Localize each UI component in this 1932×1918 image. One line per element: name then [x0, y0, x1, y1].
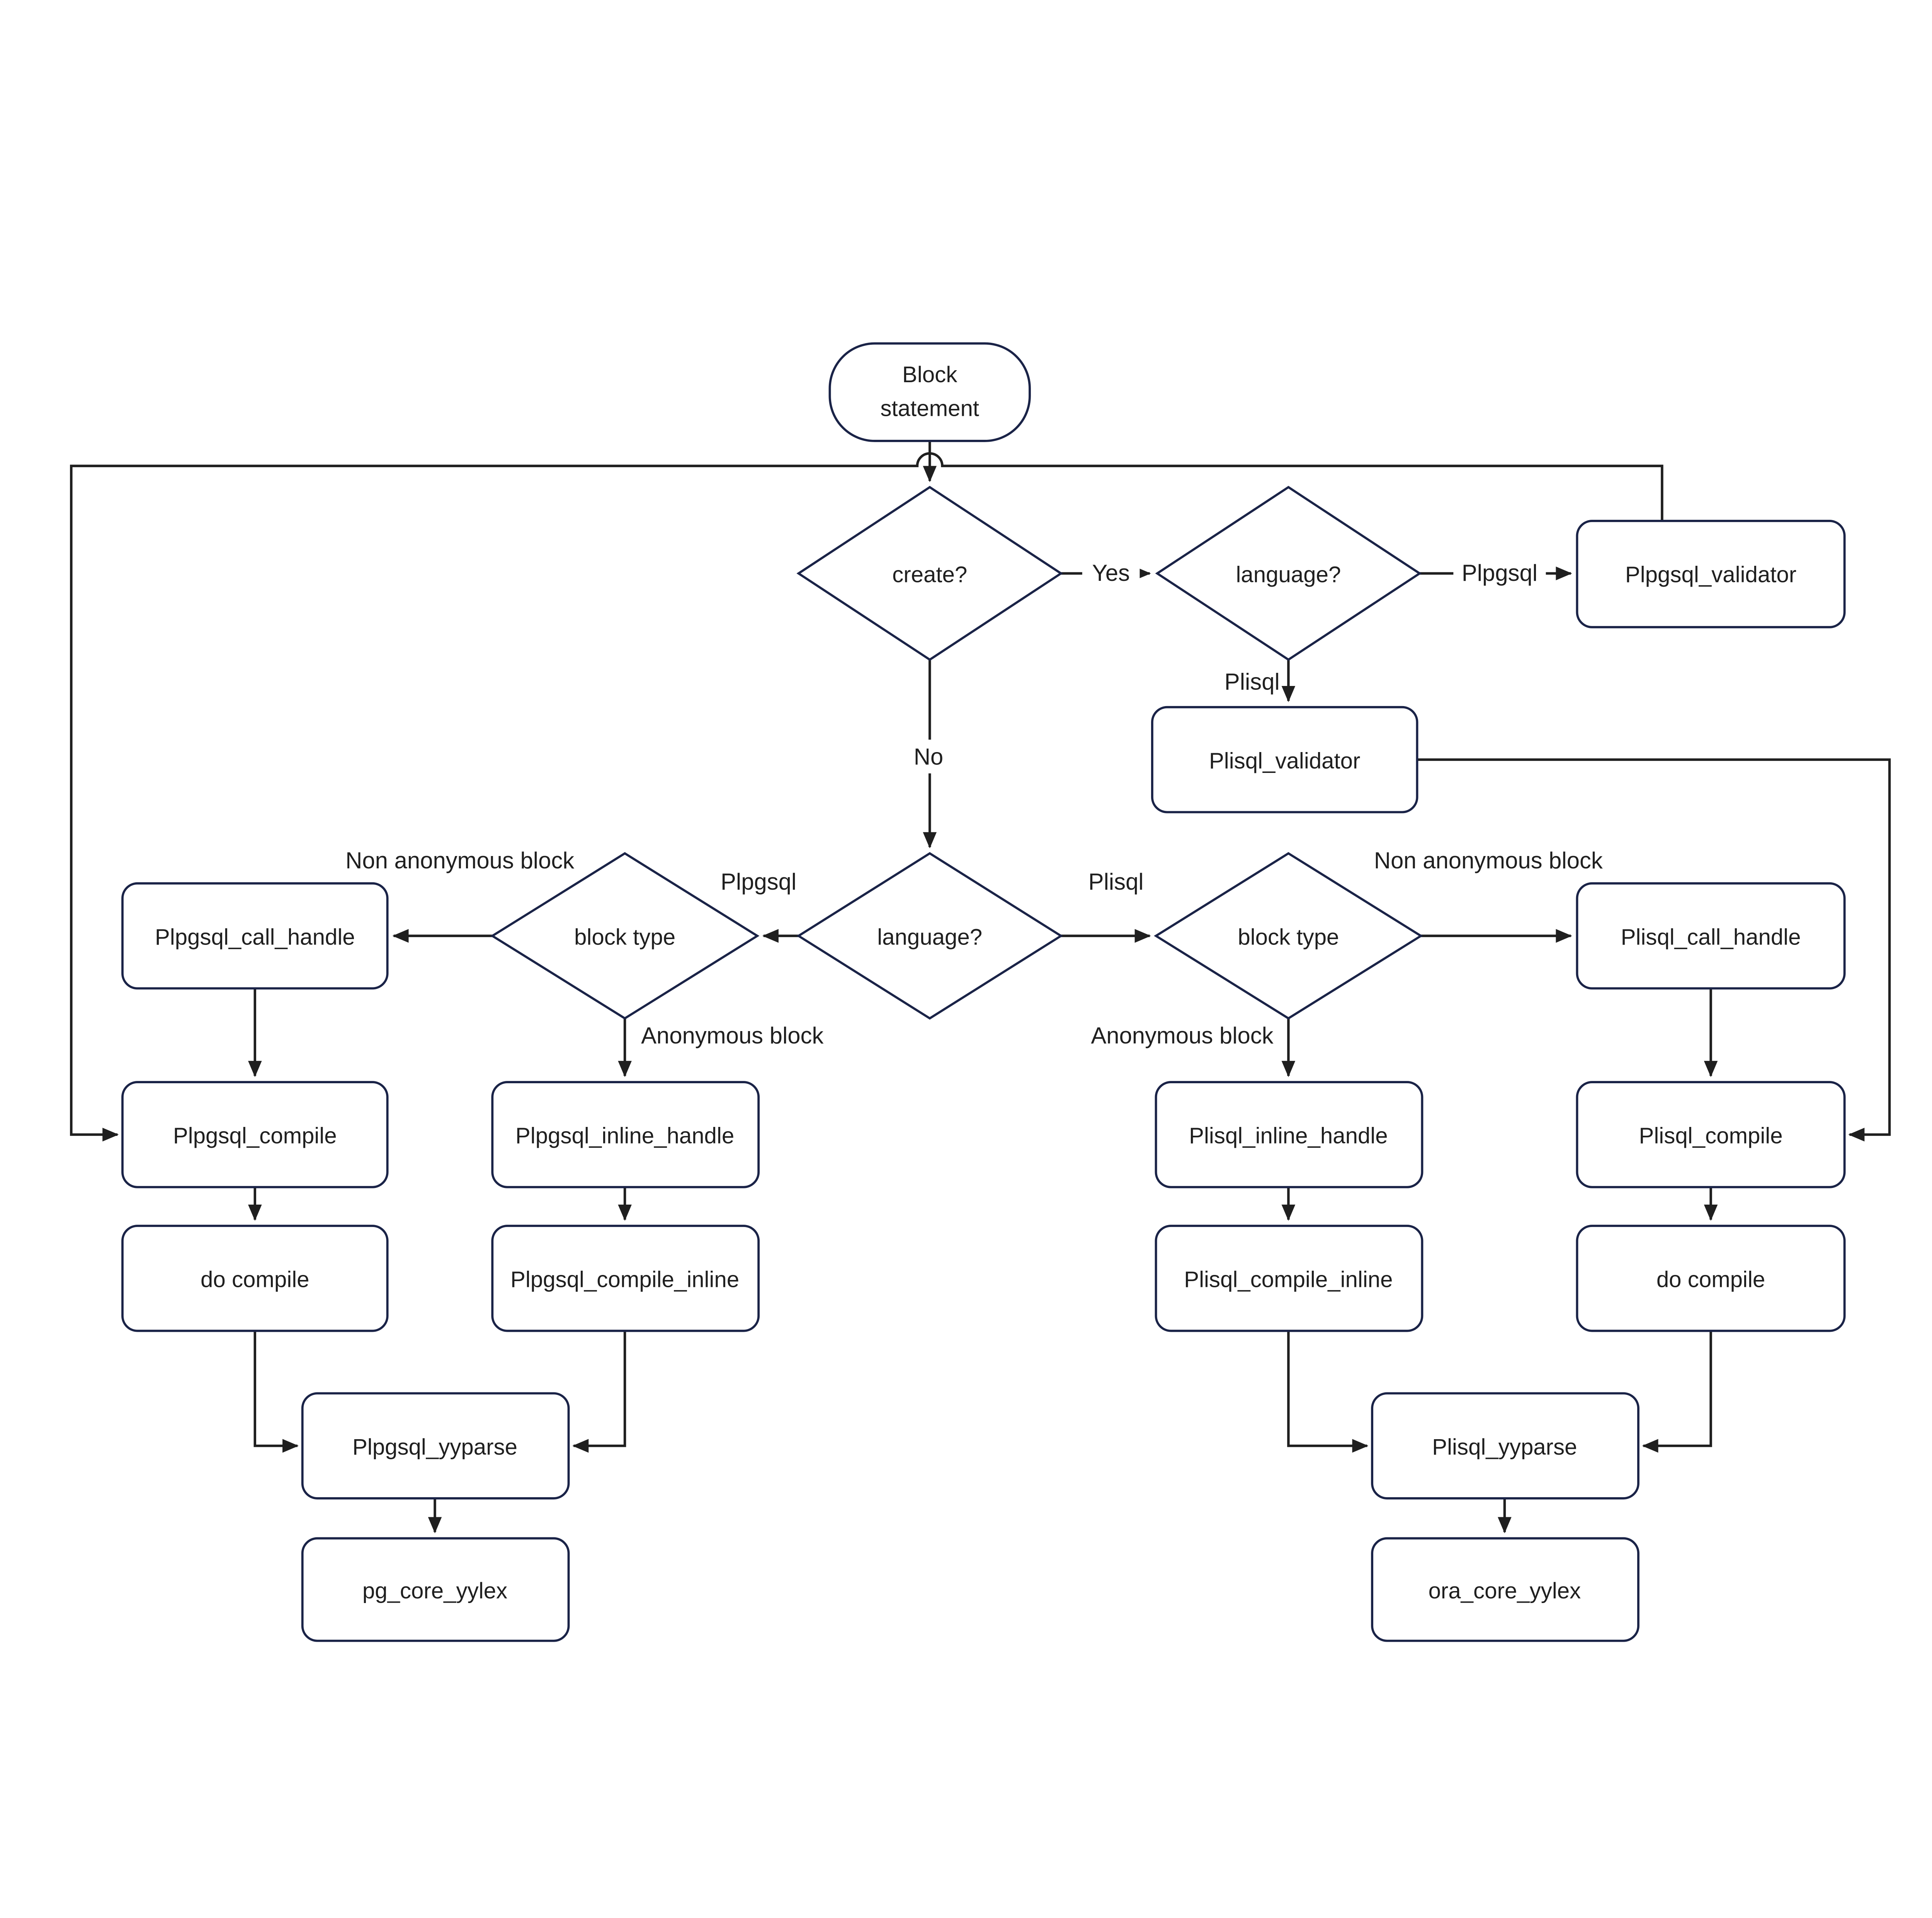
node-label: Plisql_call_handle	[1621, 924, 1801, 950]
rect-shape	[1576, 882, 1846, 990]
edge-plpgsql-validator-to-plpgsql-compile	[70, 452, 1663, 1142]
edge-label-plpgsql-top: Plpgsql	[1462, 560, 1537, 586]
node-label: Plisql_compile_inline	[1184, 1267, 1393, 1292]
node-label: Plpgsql_compile_inline	[510, 1267, 739, 1292]
edge-do-compile-left-to-plpgsql-yyparse	[253, 1331, 299, 1453]
edge-plisql-compile-inline-to-plisql-yyparse	[1287, 1331, 1369, 1453]
node-label: Plisql_yyparse	[1432, 1435, 1577, 1460]
node-plisql-yyparse: Plisql_yyparse	[1371, 1392, 1639, 1499]
rect-shape	[491, 1225, 760, 1332]
node-plisql-call-handle: Plisql_call_handle	[1576, 882, 1846, 990]
edge-label-anonymous-right: Anonymous block	[1091, 1023, 1273, 1048]
edge-label-plpgsql-mid: Plpgsql	[721, 869, 796, 895]
rect-shape	[1151, 706, 1418, 813]
node-create-decision: create?	[796, 486, 1063, 661]
node-label: do compile	[1656, 1267, 1765, 1292]
rect-shape	[121, 1225, 389, 1332]
edge-label-bg	[1082, 557, 1140, 590]
node-label: Plisql_inline_handle	[1189, 1123, 1388, 1149]
rect-shape	[121, 1081, 389, 1188]
rect-shape	[1576, 1225, 1846, 1332]
node-pg-core-yylex: pg_core_yylex	[301, 1537, 570, 1642]
rect-shape	[1371, 1392, 1639, 1499]
diamond-shape	[796, 486, 1063, 661]
node-ora-core-yylex: ora_core_yylex	[1371, 1537, 1639, 1642]
node-plisql-validator: Plisql_validator	[1151, 706, 1418, 813]
node-label: Plpgsql_yyparse	[352, 1435, 517, 1460]
node-block-statement: Block statement	[828, 342, 1031, 442]
node-label: block type	[574, 924, 675, 950]
stadium-shape	[828, 342, 1031, 442]
node-language-mid-decision: language?	[796, 852, 1063, 1020]
node-label: Plisql_validator	[1209, 748, 1360, 773]
rect-shape	[301, 1392, 570, 1499]
rect-shape	[301, 1537, 570, 1642]
node-plpgsql-compile: Plpgsql_compile	[121, 1081, 389, 1188]
node-do-compile-right: do compile	[1576, 1225, 1846, 1332]
node-label: Plpgsql_inline_handle	[515, 1123, 734, 1149]
edge-label-non-anonymous-left: Non anonymous block	[345, 848, 574, 873]
node-label: Block	[902, 362, 957, 387]
node-label: statement	[880, 396, 979, 421]
node-plisql-compile-inline: Plisql_compile_inline	[1155, 1225, 1423, 1332]
edge-label-plisql-top: Plisql	[1225, 669, 1280, 695]
rect-shape	[491, 1081, 760, 1188]
node-plpgsql-compile-inline: Plpgsql_compile_inline	[491, 1225, 760, 1332]
node-language-top-decision: language?	[1155, 486, 1422, 661]
node-label: Plpgsql_compile	[173, 1123, 337, 1149]
diamond-shape	[1155, 486, 1422, 661]
node-label: language?	[1236, 562, 1341, 587]
rect-shape	[121, 882, 389, 990]
edge-label-non-anonymous-right: Non anonymous block	[1374, 848, 1603, 873]
node-label: create?	[892, 562, 967, 587]
rect-shape	[1576, 1081, 1846, 1188]
node-label: do compile	[201, 1267, 309, 1292]
node-plpgsql-inline-handle: Plpgsql_inline_handle	[491, 1081, 760, 1188]
node-label: language?	[877, 924, 982, 950]
diamond-shape	[490, 852, 760, 1020]
node-label: Plisql_compile	[1639, 1123, 1783, 1149]
node-label: Plpgsql_validator	[1625, 562, 1796, 587]
edges-layer	[70, 441, 1891, 1533]
node-plisql-compile: Plisql_compile	[1576, 1081, 1846, 1188]
node-label: Plpgsql_call_handle	[155, 924, 355, 950]
nodes-layer: Block statement create? language? Plpgsq…	[121, 342, 1846, 1642]
edge-label-yes: Yes	[1092, 560, 1130, 586]
edge-label-bg	[901, 739, 956, 774]
rect-shape	[1576, 520, 1846, 628]
edge-do-compile-right-to-plisql-yyparse	[1642, 1331, 1712, 1453]
node-block-type-left: block type	[490, 852, 760, 1020]
edge-label-anonymous-left: Anonymous block	[641, 1023, 823, 1048]
node-do-compile-left: do compile	[121, 1225, 389, 1332]
node-label: pg_core_yylex	[362, 1578, 507, 1603]
node-label: block type	[1238, 924, 1339, 950]
diamond-shape	[796, 852, 1063, 1020]
edge-label-plisql-mid: Plisql	[1088, 869, 1144, 895]
edge-label-no: No	[914, 744, 943, 770]
edge-plisql-validator-to-plisql-compile	[1417, 758, 1891, 1142]
diamond-shape	[1154, 852, 1423, 1020]
edge-plpgsql-compile-inline-to-plpgsql-yyparse	[572, 1331, 626, 1453]
node-plpgsql-yyparse: Plpgsql_yyparse	[301, 1392, 570, 1499]
node-block-type-right: block type	[1154, 852, 1423, 1020]
edge-labels-layer: Yes Plpgsql Plisql No Plpgsql Plisql Non…	[345, 557, 1603, 1048]
node-plpgsql-call-handle: Plpgsql_call_handle	[121, 882, 389, 990]
node-label: ora_core_yylex	[1429, 1578, 1581, 1603]
node-plisql-inline-handle: Plisql_inline_handle	[1155, 1081, 1423, 1188]
rect-shape	[1371, 1537, 1639, 1642]
rect-shape	[1155, 1081, 1423, 1188]
node-plpgsql-validator: Plpgsql_validator	[1576, 520, 1846, 628]
rect-shape	[1155, 1225, 1423, 1332]
edge-label-bg	[1453, 557, 1546, 590]
